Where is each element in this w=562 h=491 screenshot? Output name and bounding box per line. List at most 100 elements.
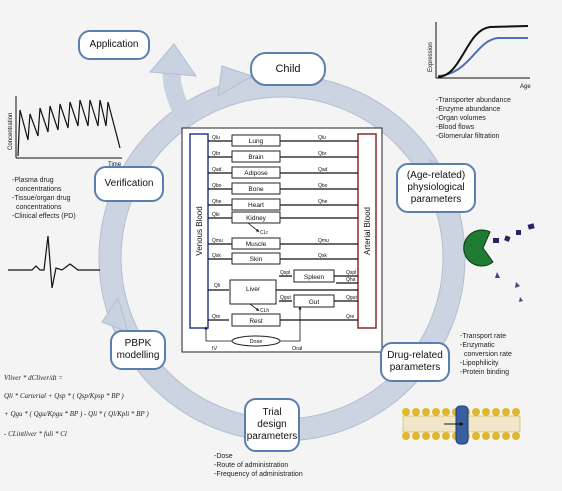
pbpk-modelling-node[interactable]: PBPK modelling (110, 330, 166, 370)
application-node[interactable]: Application (78, 30, 150, 60)
flow-left-mu: Qmu (212, 238, 223, 244)
flow-right-ha: Qha (346, 277, 356, 283)
flow-gut-left: Qgut (280, 295, 291, 301)
note-item: concentrations (16, 186, 62, 193)
note-item: -Protein binding (460, 369, 510, 376)
flow-left-li: Qli (214, 283, 220, 289)
expression-graph: Expression Age (428, 22, 531, 90)
note-item: -Route of administration (214, 462, 289, 469)
flow-right-lu: Qlu (318, 135, 326, 141)
pbpk-model: Venous Blood Arterial Blood (181, 127, 383, 353)
note-item: -Enzyme abundance (436, 106, 501, 113)
equation-line-2: Qli * Carterial + Qsp * ( Qsp/Kpsp * BP … (4, 392, 124, 400)
molecule-1 (504, 235, 511, 242)
flow-left-sk: Qsk (212, 253, 221, 259)
concentration-ylabel: Concentration (8, 113, 14, 150)
drug-related-node[interactable]: Drug-related parameters (380, 342, 450, 382)
organ-gut: Gut (309, 299, 320, 306)
substrate-molecule (493, 238, 499, 243)
membrane-illustration (402, 405, 521, 445)
drug-related-notes: -Transport rate -Enzymatic conversion ra… (460, 332, 512, 377)
molecule-3 (527, 223, 535, 230)
flow-left-br: Qbr (212, 151, 221, 157)
concentration-xlabel: Time (108, 162, 122, 168)
flow-right-br: Qbr (318, 151, 327, 157)
organ-adipose: Adipose (244, 170, 268, 177)
molecule-2 (516, 230, 521, 235)
age-related-notes: -Transporter abundance -Enzyme abundance… (436, 96, 511, 141)
enzyme-illustration (463, 223, 535, 302)
organ-spleen: Spleen (304, 274, 325, 281)
pbpk-panel (181, 127, 383, 353)
flow-right-re: Qre (346, 314, 355, 320)
arterial-blood-box (357, 133, 377, 329)
equation-line-3: + Qgu * ( Qgu/Kpgu * BP ) - Qli * ( Ql/K… (4, 410, 149, 418)
note-item: -Transport rate (460, 333, 507, 340)
flow-left-bo: Qbo (212, 183, 222, 189)
note-item: -Clinical effects (PD) (12, 213, 76, 220)
verification-notes: -Plasma drug concentrations -Tissue/orga… (12, 176, 76, 221)
cycle-arrowhead-left (101, 296, 129, 333)
flow-right-he: Qhe (318, 199, 328, 205)
verification-node[interactable]: Verification (94, 166, 164, 202)
ecg-trace (8, 235, 100, 289)
note-item: -Frequency of administration (214, 471, 303, 478)
equation-line-4: - CLintliver * fuli * Cl (4, 430, 67, 438)
note-item: -Enzymatic (460, 342, 495, 349)
note-item: conversion rate (464, 351, 512, 358)
note-item: -Tissue/organ drug (12, 195, 71, 202)
cycle-arrowhead-top (217, 65, 254, 97)
organ-skin: Skin (250, 256, 263, 263)
flow-left-lu: Qlu (212, 135, 220, 141)
flow-left-ki: Qki (212, 212, 220, 218)
expression-xlabel: Age (520, 84, 531, 90)
age-related-node[interactable]: (Age-related) physiological parameters (396, 163, 476, 213)
organ-boxes (229, 134, 335, 327)
flow-spl-left: Qspl (280, 270, 290, 276)
organ-dose: Dose (250, 339, 263, 345)
enzyme-icon (463, 229, 494, 267)
flow-right-mu: Qmu (318, 238, 329, 244)
note-item: -Blood flows (436, 124, 475, 131)
note-item: -Transporter abundance (436, 97, 511, 104)
arterial-blood-label: Arterial Blood (363, 207, 372, 255)
concentration-graph: Concentration Time (8, 96, 122, 168)
flow-spl-right: Qspl (346, 270, 356, 276)
flow-right-bo: Qbo (318, 183, 328, 189)
equation-line-1: Vliver * dCliver/dt = (4, 374, 63, 382)
flow-gut-right: Qgut (346, 295, 357, 301)
flow-left-ad: Qad (212, 167, 222, 173)
venous-blood-box (189, 133, 209, 329)
organ-liver: Liver (246, 286, 261, 293)
organ-heart: Heart (248, 202, 264, 209)
route-iv: IV (212, 346, 218, 352)
venous-blood-label: Venous Blood (195, 206, 204, 255)
flow-right-sk: Qsk (318, 253, 327, 259)
product-1 (495, 272, 500, 278)
transporter-protein (455, 405, 469, 445)
note-item: -Organ volumes (436, 115, 486, 122)
expression-curve-black (437, 25, 529, 78)
expression-ylabel: Expression (428, 42, 434, 72)
flow-left-re: Qre (212, 314, 221, 320)
note-item: -Glomerular filtration (436, 133, 500, 140)
trial-design-notes: -Dose -Route of administration -Frequenc… (214, 452, 303, 479)
organ-kidney: Kidney (246, 215, 267, 222)
organ-brain: Brain (248, 154, 264, 161)
application-arrow (148, 43, 198, 125)
child-node[interactable]: Child (250, 52, 326, 86)
concentration-curve (17, 99, 121, 157)
note-item: -Lipophilicity (460, 360, 499, 367)
clearance-hepatic: CLh (260, 308, 269, 314)
route-oral: Oral (292, 346, 302, 352)
flow-left-he: Qhe (212, 199, 222, 205)
organ-rest: Rest (249, 318, 263, 325)
note-item: -Dose (214, 453, 233, 460)
organ-lung: Lung (249, 138, 264, 145)
organ-muscle: Muscle (246, 241, 267, 248)
clearance-renal: CLr (260, 230, 268, 236)
trial-design-node[interactable]: Trial design parameters (244, 398, 300, 452)
note-item: -Plasma drug (12, 177, 54, 184)
flow-right-ad: Qad (318, 167, 328, 173)
